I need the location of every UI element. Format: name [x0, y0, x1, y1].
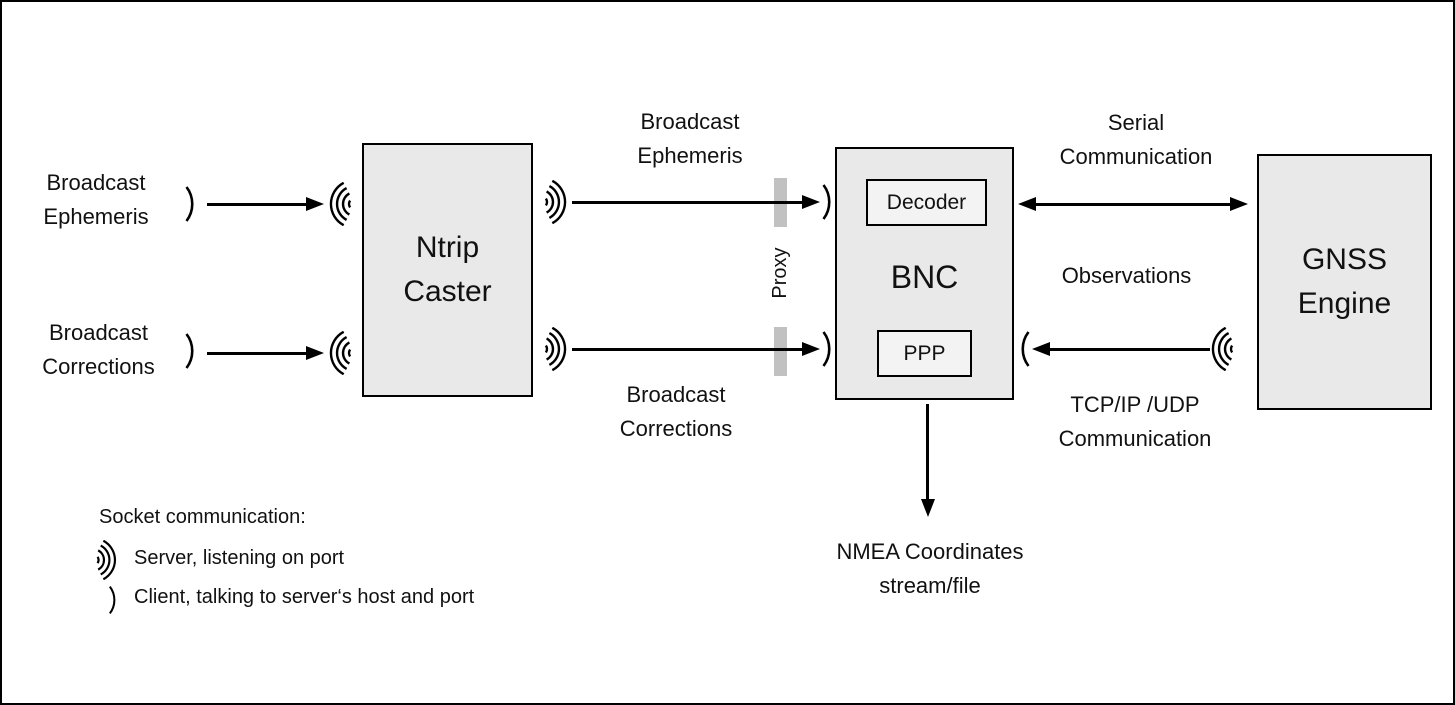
server-socket-icon — [539, 180, 567, 224]
label-serial-communication: Serial Communication — [1059, 110, 1213, 169]
label-broadcast-corrections-mid: Broadcast Corrections — [619, 382, 733, 441]
arrow-head-right-icon — [306, 197, 324, 211]
arrow-head-right-icon — [1230, 197, 1248, 211]
legend-title: Socket communication: — [99, 506, 306, 528]
label-observations: Observations — [1061, 263, 1192, 288]
arrow-head-left-icon — [1018, 197, 1036, 211]
ppp-label: PPP — [903, 342, 946, 365]
bnc-box: Decoder BNC PPP — [835, 147, 1014, 400]
legend-server-item: Server, listening on port — [134, 547, 345, 569]
arrow-line — [572, 348, 804, 351]
client-socket-icon — [184, 332, 197, 370]
server-socket-icon — [91, 540, 117, 580]
gnss-engine-box: GNSS Engine — [1257, 154, 1432, 410]
arrow-line — [1034, 203, 1231, 206]
arrow-head-right-icon — [802, 195, 820, 209]
ntrip-caster-box: Ntrip Caster — [362, 143, 533, 397]
ppp-box: PPP — [877, 330, 972, 377]
legend-client-item: Client, talking to server‘s host and por… — [134, 586, 475, 608]
gnss-engine-label: GNSS Engine — [1297, 243, 1392, 320]
client-socket-icon — [821, 183, 834, 221]
client-socket-icon — [107, 585, 119, 615]
label-broadcast-corrections-left: Broadcast Corrections — [42, 320, 155, 379]
arrow-line — [207, 352, 308, 355]
label-nmea-output: NMEA Coordinates stream/file — [836, 539, 1024, 598]
decoder-label: Decoder — [886, 191, 967, 214]
label-broadcast-ephemeris-left: Broadcast Ephemeris — [43, 170, 149, 229]
label-broadcast-ephemeris-mid: Broadcast Ephemeris — [637, 109, 743, 168]
arrow-head-down-icon — [921, 499, 935, 517]
bnc-label: BNC — [890, 259, 959, 295]
label-tcp-udp-communication: TCP/IP /UDP Communication — [1058, 392, 1212, 451]
arrow-line — [207, 203, 308, 206]
arrow-line — [926, 404, 929, 500]
arrow-line — [572, 201, 804, 204]
arrow-head-right-icon — [802, 342, 820, 356]
client-socket-icon — [184, 185, 197, 223]
arrow-head-right-icon — [306, 346, 324, 360]
ntrip-caster-label: Ntrip Caster — [403, 231, 492, 308]
server-socket-icon — [539, 327, 567, 371]
arrow-head-left-icon — [1032, 342, 1050, 356]
decoder-box: Decoder — [866, 179, 987, 226]
arrow-line — [1048, 348, 1210, 351]
client-socket-icon — [1018, 330, 1031, 368]
client-socket-icon — [821, 330, 834, 368]
label-proxy: Proxy — [768, 247, 791, 299]
server-socket-icon — [329, 331, 357, 375]
server-socket-icon — [329, 182, 357, 226]
proxy-bar-bottom — [774, 327, 787, 376]
server-socket-icon — [1211, 327, 1239, 371]
